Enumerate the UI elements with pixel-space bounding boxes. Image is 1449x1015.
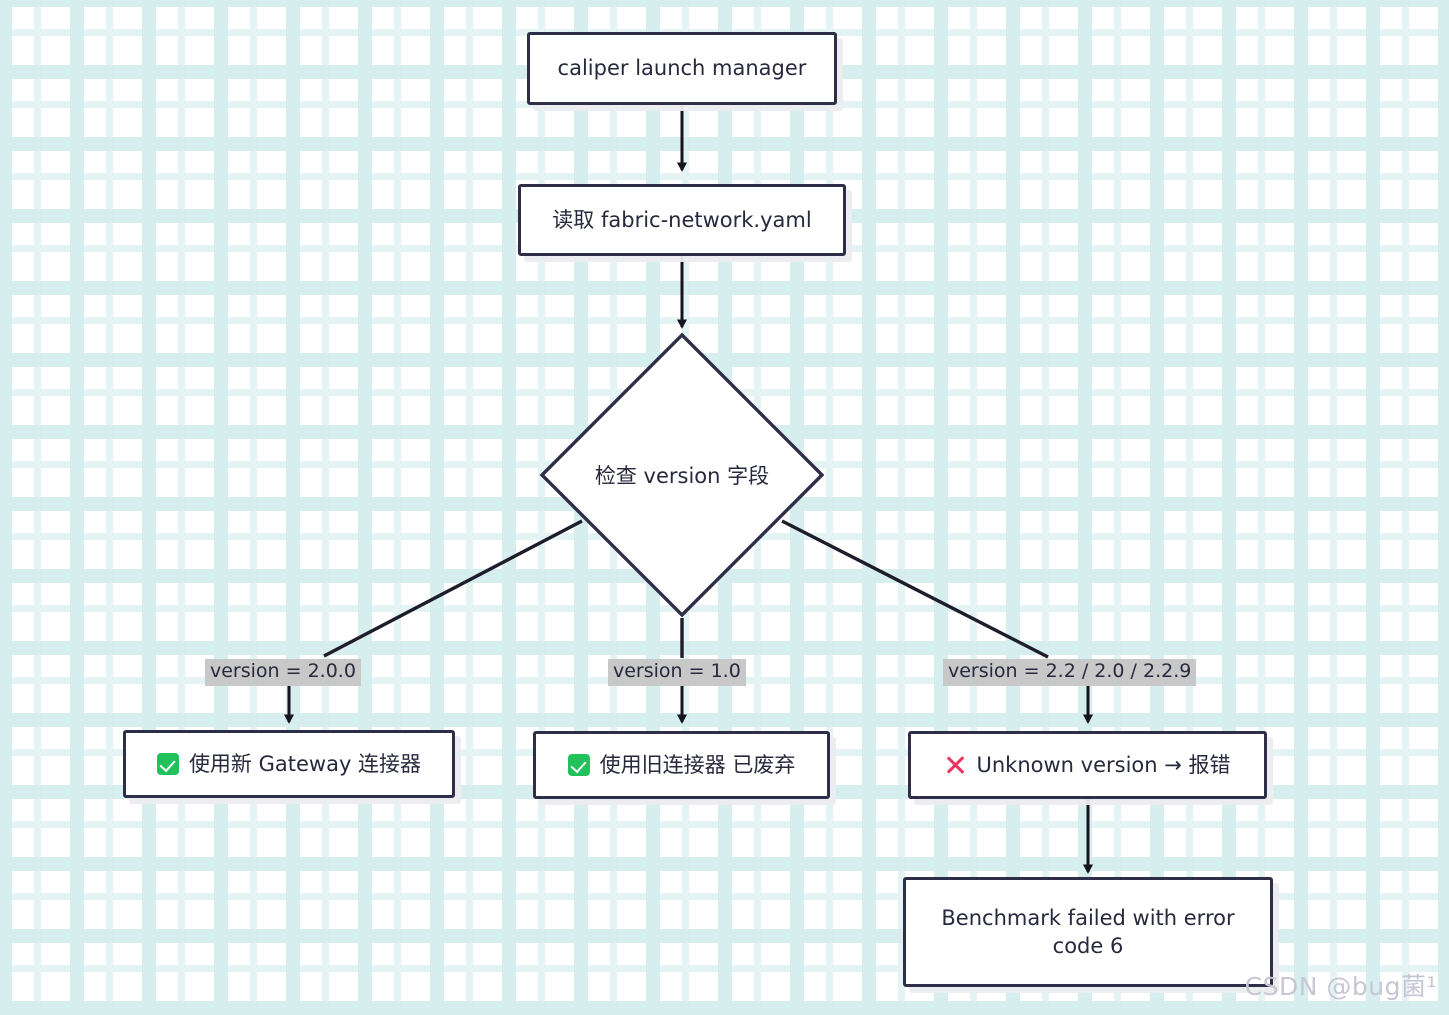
node-check-version-field[interactable]: 检查 version 字段 [537,330,827,620]
csdn-watermark: CSDN @bug菌¹ [1244,972,1437,1001]
edge-label-version-unknown: version = 2.2 / 2.0 / 2.2.9 [943,659,1197,686]
node-label: Unknown version → 报错 [976,752,1231,777]
cross-mark-icon [944,754,966,776]
edge-check-to-gateway [323,519,583,658]
edge-label-version-200: version = 2.0.0 [205,659,361,686]
check-mark-icon [567,754,590,776]
node-label: 检查 version 字段 [594,464,770,488]
edge-label-version-10: version = 1.0 [608,659,746,686]
node-label: caliper launch manager [557,56,807,81]
node-label: Benchmark failed with error code 6 [941,905,1235,958]
node-use-new-gateway-connector[interactable]: 使用新 Gateway 连接器 [123,730,455,798]
diamond-shape [539,332,825,618]
node-caliper-launch-manager[interactable]: caliper launch manager [527,32,837,105]
edge-check-to-unknown [781,519,1049,659]
node-content: 使用旧连接器 已废弃 [567,751,796,779]
node-label: 使用旧连接器 已废弃 [599,752,796,777]
check-mark-icon [156,753,179,775]
node-content: 使用新 Gateway 连接器 [156,750,422,778]
node-benchmark-failed-error-code-6[interactable]: Benchmark failed with error code 6 [903,877,1273,987]
node-label: 使用新 Gateway 连接器 [188,751,422,776]
node-label: 读取 fabric-network.yaml [552,207,812,232]
node-unknown-version-error[interactable]: Unknown version → 报错 [908,731,1267,799]
node-use-legacy-connector-deprecated[interactable]: 使用旧连接器 已废弃 [533,731,830,799]
node-read-fabric-network-yaml[interactable]: 读取 fabric-network.yaml [518,184,846,256]
node-content: Unknown version → 报错 [944,751,1230,779]
